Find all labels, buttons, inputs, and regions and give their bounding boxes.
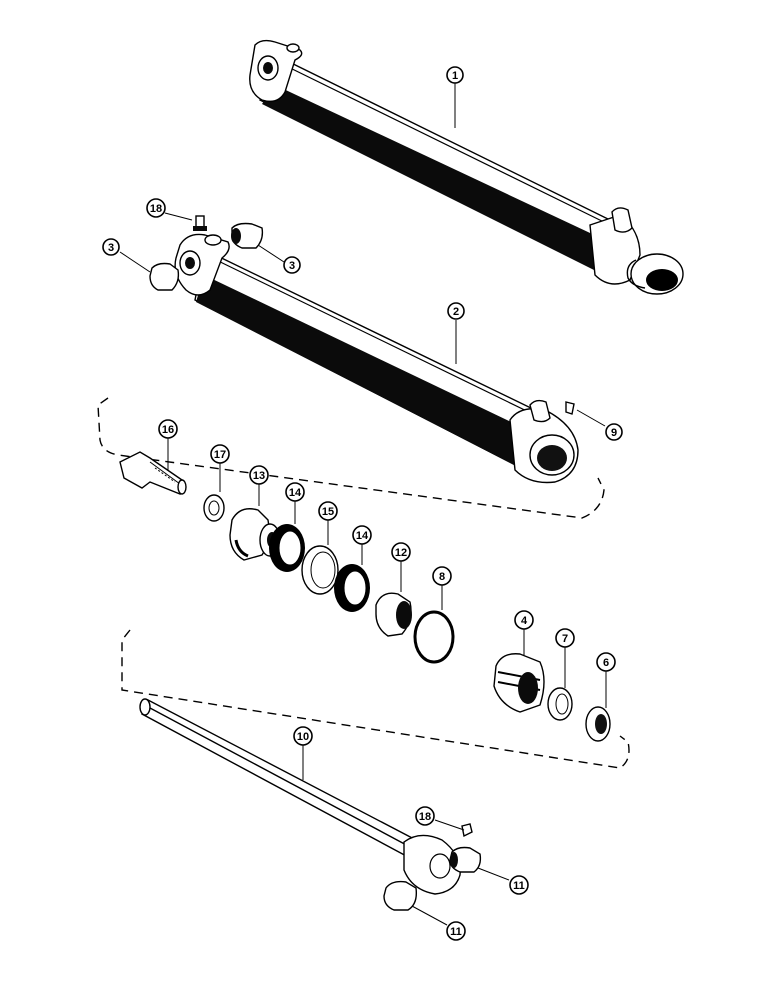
washer-part	[203, 494, 225, 522]
svg-text:15: 15	[322, 506, 334, 518]
callout-7: 7	[555, 628, 575, 648]
callout-14-first: 14	[285, 482, 305, 502]
cylinder-head-part	[493, 653, 545, 713]
callout-12: 12	[391, 542, 411, 562]
wear-ring-part	[301, 545, 339, 595]
callout-11-right: 11	[509, 875, 529, 895]
callout-1: 1	[446, 66, 464, 84]
assembly-group-outline	[97, 397, 605, 519]
bushing-part	[231, 222, 264, 249]
wiper-seal-part	[585, 706, 611, 742]
svg-text:3: 3	[108, 242, 114, 254]
svg-text:10: 10	[297, 731, 309, 743]
piston-ring-part	[269, 524, 305, 572]
callout-6: 6	[596, 652, 616, 672]
piston-ring-part	[334, 564, 370, 612]
svg-text:18: 18	[150, 203, 162, 215]
callout-10: 10	[293, 726, 313, 746]
callout-13: 13	[249, 465, 269, 485]
callout-16: 16	[158, 419, 178, 439]
svg-text:8: 8	[439, 571, 445, 583]
leader-lines	[119, 83, 607, 926]
svg-text:4: 4	[521, 615, 528, 627]
assembly-group-outline	[121, 629, 630, 769]
callout-4: 4	[514, 610, 534, 630]
callout-18-upper: 18	[146, 198, 166, 218]
svg-text:18: 18	[419, 811, 431, 823]
piston-half-part	[375, 592, 412, 637]
piston-rod-part	[139, 698, 461, 895]
callout-3-right: 3	[283, 256, 301, 274]
callout-9: 9	[605, 423, 623, 441]
callout-8: 8	[432, 566, 452, 586]
svg-text:17: 17	[214, 449, 226, 461]
callout-17: 17	[210, 444, 230, 464]
bushing-part	[383, 880, 418, 911]
svg-text:12: 12	[395, 547, 407, 559]
callout-3-left: 3	[102, 238, 120, 256]
svg-text:16: 16	[162, 424, 174, 436]
rod-seal-part	[547, 687, 573, 721]
bushing-part	[149, 262, 180, 291]
callout-11-lower: 11	[446, 921, 466, 941]
piston-bolt-part	[119, 451, 187, 495]
svg-text:6: 6	[603, 657, 609, 669]
svg-text:7: 7	[562, 633, 568, 645]
svg-text:2: 2	[453, 306, 459, 318]
grease-fitting-part	[461, 823, 473, 838]
callout-14-second: 14	[352, 525, 372, 545]
bushing-part	[449, 846, 482, 873]
callout-2: 2	[447, 302, 465, 320]
cylinder-tube-part	[174, 233, 579, 484]
svg-text:11: 11	[450, 926, 462, 938]
plug-part	[565, 401, 575, 415]
svg-text:14: 14	[356, 530, 369, 542]
o-ring-part	[413, 610, 455, 664]
callout-15: 15	[318, 501, 338, 521]
svg-text:11: 11	[513, 880, 525, 892]
svg-text:14: 14	[289, 487, 302, 499]
svg-text:1: 1	[452, 70, 458, 82]
grease-fitting-part	[193, 215, 207, 231]
callout-18-lower: 18	[415, 806, 435, 826]
cylinder-assembly-part	[249, 39, 684, 295]
svg-text:3: 3	[289, 260, 295, 272]
svg-text:9: 9	[611, 427, 617, 439]
svg-text:13: 13	[253, 470, 265, 482]
